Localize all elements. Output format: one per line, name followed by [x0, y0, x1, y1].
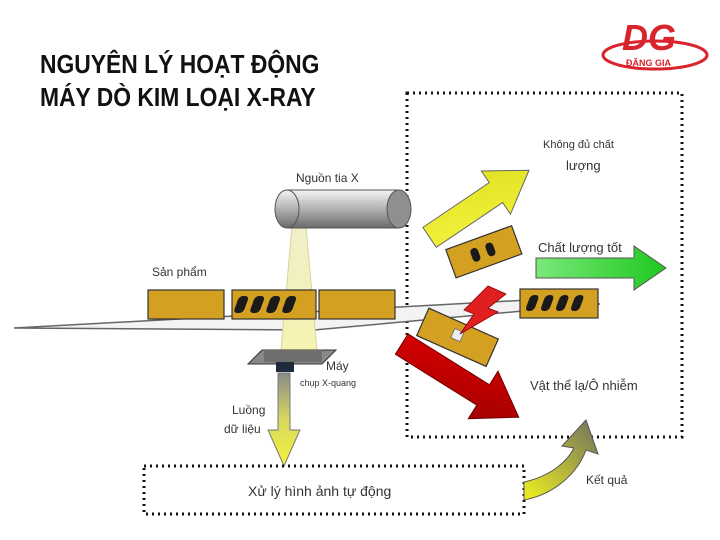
good-quality-label: Chất lượng tốt	[538, 240, 622, 255]
title-line-1: NGUYÊN LÝ HOẠT ĐỘNG	[40, 50, 319, 80]
xray-source-label: Nguồn tia X	[296, 171, 359, 185]
product-box-1	[147, 289, 225, 320]
contaminant-arrow	[394, 333, 520, 420]
product-label: Sản phẩm	[152, 265, 207, 279]
good-quality-arrow	[535, 245, 667, 291]
title-line-2: MÁY DÒ KIM LOẠI X-RAY	[40, 83, 316, 113]
image-processing-label: Xử lý hình ảnh tự động	[248, 483, 391, 499]
logo-brand-text: ĐẶNG GIA	[626, 58, 672, 68]
rejected-box	[445, 224, 523, 279]
product-box-3	[318, 289, 396, 320]
logo-mark: DG	[622, 17, 676, 58]
sorting-zone-frame	[405, 91, 684, 439]
xray-camera	[246, 349, 338, 372]
data-flow-arrow-icon	[267, 372, 301, 468]
contaminated-box	[415, 307, 500, 368]
poor-quality-arrow	[422, 169, 530, 248]
xray-source-tube	[274, 189, 412, 229]
product-box-2	[231, 289, 317, 320]
data-flow-label-line-2: dữ liệu	[224, 422, 261, 436]
camera-label-line-2: chụp X-quang	[300, 378, 356, 388]
xray-beam	[280, 225, 318, 351]
data-flow-label-line-1: Luồng	[232, 403, 265, 417]
camera-label-line-1: Máy	[326, 359, 349, 373]
contaminant-alert-icon	[459, 285, 507, 335]
contaminant-label: Vật thể lạ/Ô nhiễm	[530, 378, 638, 393]
logo-swoosh-icon	[601, 39, 709, 71]
result-arrow-icon	[523, 419, 599, 501]
poor-quality-label-line-1: Không đủ chất	[543, 139, 614, 151]
poor-quality-label-line-2: lượng	[566, 158, 601, 173]
dang-gia-logo: DG ĐẶNG GIA	[601, 17, 709, 71]
contents-marks-icon	[234, 296, 297, 313]
good-product-box	[519, 288, 599, 319]
result-label: Kết quả	[586, 473, 628, 487]
